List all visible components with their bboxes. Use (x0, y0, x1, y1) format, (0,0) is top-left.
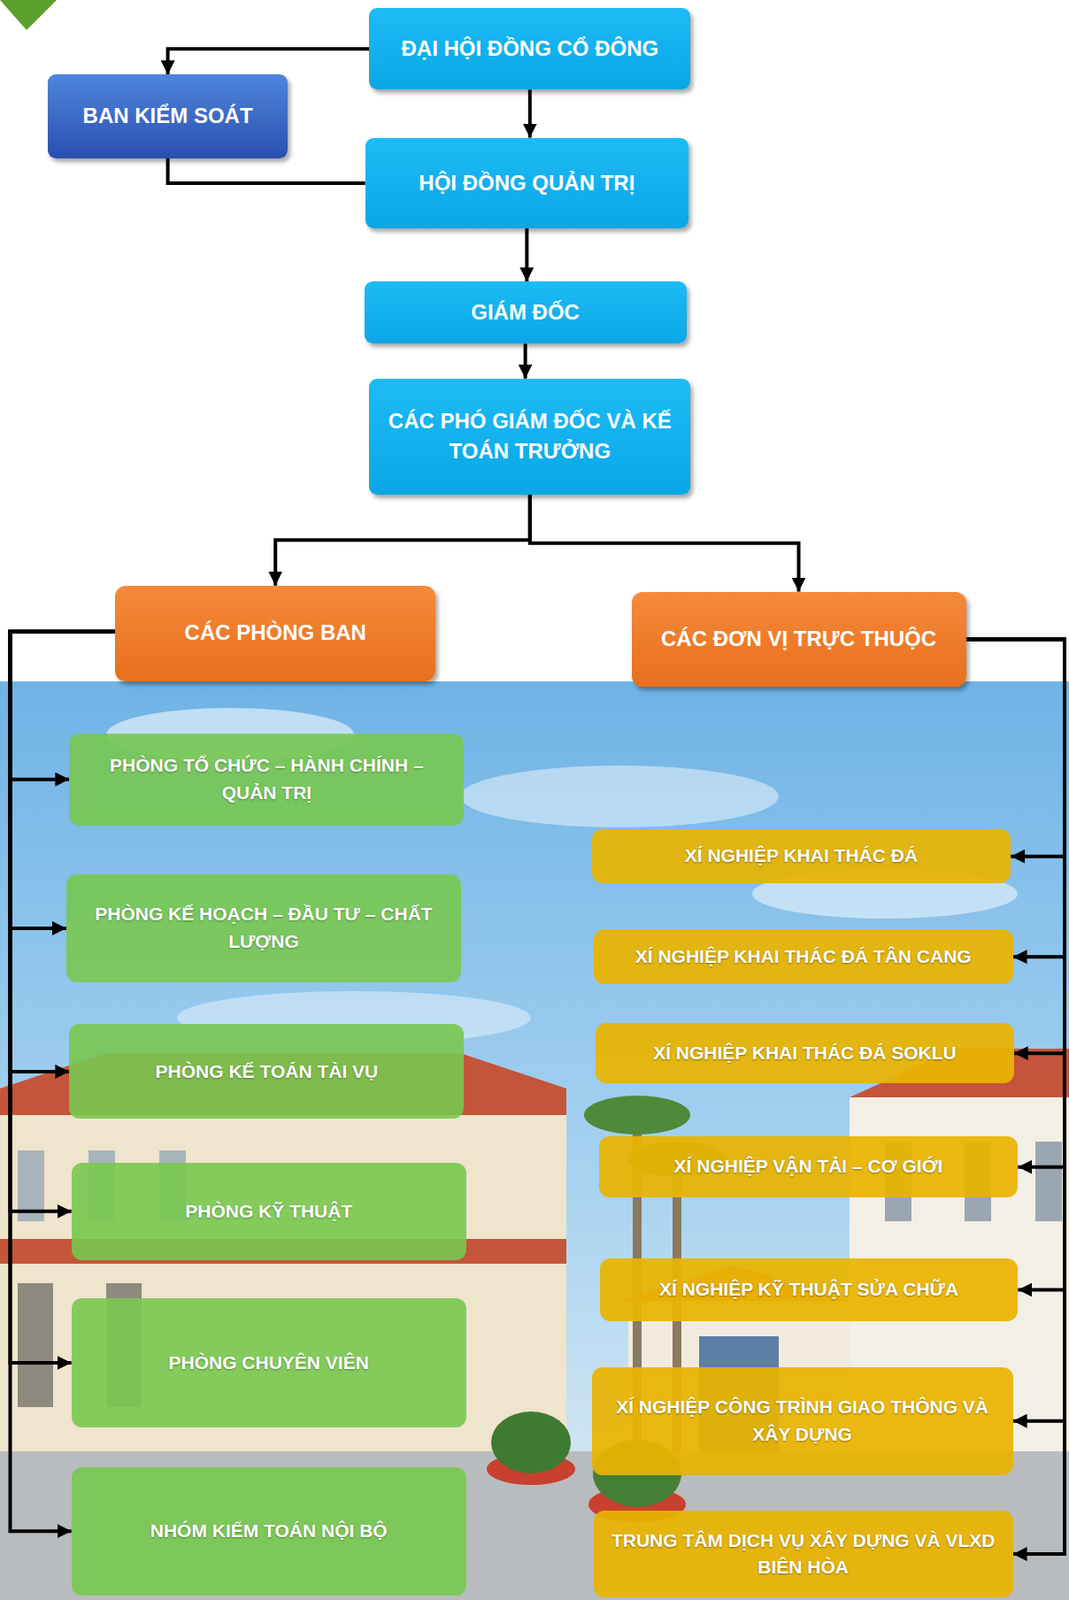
text-stack: BAN KIỂM SOÁT (83, 100, 254, 132)
node-label: XÍ NGHIỆP KHAI THÁC ĐÁ TÂN CANG (635, 943, 972, 970)
photo-shape (1035, 1141, 1062, 1222)
node-label: BAN KIỂM SOÁT (83, 100, 254, 132)
group-box: CÁC PHÒNG BAN (115, 585, 436, 682)
text-stack: PHÒNG TỔ CHỨC – HÀNH CHÍNH – QUẢN TRỊ (81, 752, 452, 807)
node-label: XÍ NGHIỆP KHAI THÁC ĐÁ SOKLU (653, 1039, 957, 1067)
connector (524, 228, 529, 282)
node-label: XÍ NGHIỆP VẬN TẢI – CƠ GIỚI (674, 1153, 944, 1180)
node-label: GIÁM ĐỐC (470, 297, 580, 329)
department-box: NHÓM KIỂM TOÁN NỘI BỘ (71, 1467, 467, 1596)
department-box: PHÒNG KẾ TOÁN TÀI VỤ (69, 1023, 464, 1119)
unit-box: XÍ NGHIỆP VẬN TẢI – CƠ GIỚI (599, 1136, 1019, 1198)
text-stack: XÍ NGHIỆP KỸ THUẬT SỬA CHỮA (659, 1276, 959, 1303)
unit-box: XÍ NGHIỆP KHAI THÁC ĐÁ SOKLU (595, 1022, 1015, 1084)
connector (10, 631, 116, 1072)
text-stack: XÍ NGHIỆP KHAI THÁC ĐÁ SOKLU (653, 1039, 957, 1067)
text-stack: XÍ NGHIỆP VẬN TẢI – CƠ GIỚI (674, 1153, 944, 1180)
department-box: PHÒNG CHUYÊN VIÊN (71, 1298, 467, 1427)
node-label: PHÒNG KẾ HOẠCH – ĐẦU TƯ – CHẤT LƯỢNG (78, 900, 449, 955)
node-label: PHÒNG KỸ THUẬT (184, 1198, 353, 1225)
photo-shape (460, 765, 779, 828)
text-stack: ĐẠI HỘI ĐỒNG CỔ ĐÔNG (400, 33, 659, 65)
unit-box: TRUNG TÂM DỊCH VỤ XÂY DỰNG VÀ VLXD BIÊN … (593, 1510, 1014, 1598)
photo-shape (0, 681, 1069, 1600)
group-box: CÁC ĐƠN VỊ TRỰC THUỘC (631, 592, 967, 687)
node-label: CÁC ĐƠN VỊ TRỰC THUỘC (661, 623, 937, 655)
process-box: ĐẠI HỘI ĐỒNG CỔ ĐÔNG (369, 7, 691, 90)
photo-shape (0, 1115, 567, 1452)
node-label: PHÒNG TỔ CHỨC – HÀNH CHÍNH – QUẢN TRỊ (81, 752, 452, 807)
department-box: PHÒNG KẾ HOẠCH – ĐẦU TƯ – CHẤT LƯỢNG (66, 874, 462, 983)
connector (530, 494, 800, 593)
photo-shape (0, 0, 57, 31)
node-label: CÁC PHÓ GIÁM ĐỐC VÀ KẾ TOÁN TRƯỞNG (381, 406, 678, 469)
text-stack: PHÒNG KẾ TOÁN TÀI VỤ (155, 1058, 379, 1085)
unit-box: XÍ NGHIỆP KHAI THÁC ĐÁ TÂN CANG (593, 929, 1014, 985)
text-stack: CÁC ĐƠN VỊ TRỰC THUỘC (661, 623, 937, 655)
unit-box: XÍ NGHIỆP KHAI THÁC ĐÁ (592, 829, 1012, 884)
connector (966, 638, 1065, 1168)
process-box: BAN KIỂM SOÁT (47, 74, 288, 159)
node-label: HỘI ĐỒNG QUẢN TRỊ (418, 168, 635, 200)
photo-shape (17, 1283, 54, 1408)
connector (168, 48, 370, 75)
text-stack: PHÒNG CHUYÊN VIÊN (169, 1349, 370, 1377)
connector (966, 638, 1065, 957)
text-stack: PHÒNG KẾ HOẠCH – ĐẦU TƯ – CHẤT LƯỢNG (78, 900, 449, 955)
process-box: HỘI ĐỒNG QUẢN TRỊ (365, 138, 689, 230)
text-stack: PHÒNG KỸ THUẬT (184, 1198, 353, 1225)
text-stack: XÍ NGHIỆP KHAI THÁC ĐÁ TÂN CANG (635, 943, 972, 970)
connector (966, 638, 1065, 857)
unit-box: XÍ NGHIỆP KỸ THUẬT SỬA CHỮA (599, 1258, 1019, 1321)
node-label: XÍ NGHIỆP CÔNG TRÌNH GIAO THÔNG VÀ XÂY D… (604, 1393, 1001, 1448)
photo-shape (584, 1095, 691, 1135)
text-stack: XÍ NGHIỆP KHAI THÁC ĐÁ (684, 842, 918, 870)
connector (528, 89, 532, 138)
department-box: PHÒNG KỸ THUẬT (71, 1162, 467, 1261)
node-label: CÁC PHÒNG BAN (184, 617, 367, 649)
process-box: GIÁM ĐỐC (364, 281, 687, 344)
node-label: NHÓM KIỂM TOÁN NỘI BỘ (150, 1517, 388, 1545)
connector (523, 343, 528, 378)
text-stack: XÍ NGHIỆP CÔNG TRÌNH GIAO THÔNG VÀ XÂY D… (604, 1393, 1001, 1448)
node-label: TRUNG TÂM DỊCH VỤ XÂY DỰNG VÀ VLXD BIÊN … (606, 1527, 1001, 1582)
node-label: PHÒNG KẾ TOÁN TÀI VỤ (155, 1058, 379, 1085)
process-box: CÁC PHÓ GIÁM ĐỐC VÀ KẾ TOÁN TRƯỞNG (369, 378, 691, 495)
department-box: PHÒNG TỔ CHỨC – HÀNH CHÍNH – QUẢN TRỊ (69, 733, 464, 826)
node-label: PHÒNG CHUYÊN VIÊN (169, 1349, 370, 1377)
node-label: ĐẠI HỘI ĐỒNG CỔ ĐÔNG (400, 33, 659, 65)
node-label: XÍ NGHIỆP KHAI THÁC ĐÁ (684, 842, 918, 870)
text-stack: CÁC PHÒNG BAN (184, 617, 367, 649)
connector (168, 158, 366, 184)
text-stack: TRUNG TÂM DỊCH VỤ XÂY DỰNG VÀ VLXD BIÊN … (606, 1527, 1001, 1582)
text-stack: HỘI ĐỒNG QUẢN TRỊ (418, 168, 635, 200)
text-stack: GIÁM ĐỐC (470, 297, 580, 329)
text-stack: NHÓM KIỂM TOÁN NỘI BỘ (150, 1517, 388, 1545)
node-label: XÍ NGHIỆP KỸ THUẬT SỬA CHỮA (659, 1276, 959, 1303)
unit-box: XÍ NGHIỆP CÔNG TRÌNH GIAO THÔNG VÀ XÂY D… (592, 1367, 1014, 1476)
connector (275, 494, 531, 586)
text-stack: CÁC PHÓ GIÁM ĐỐC VÀ KẾ TOÁN TRƯỞNG (381, 406, 678, 469)
photo-shape (491, 1411, 571, 1474)
